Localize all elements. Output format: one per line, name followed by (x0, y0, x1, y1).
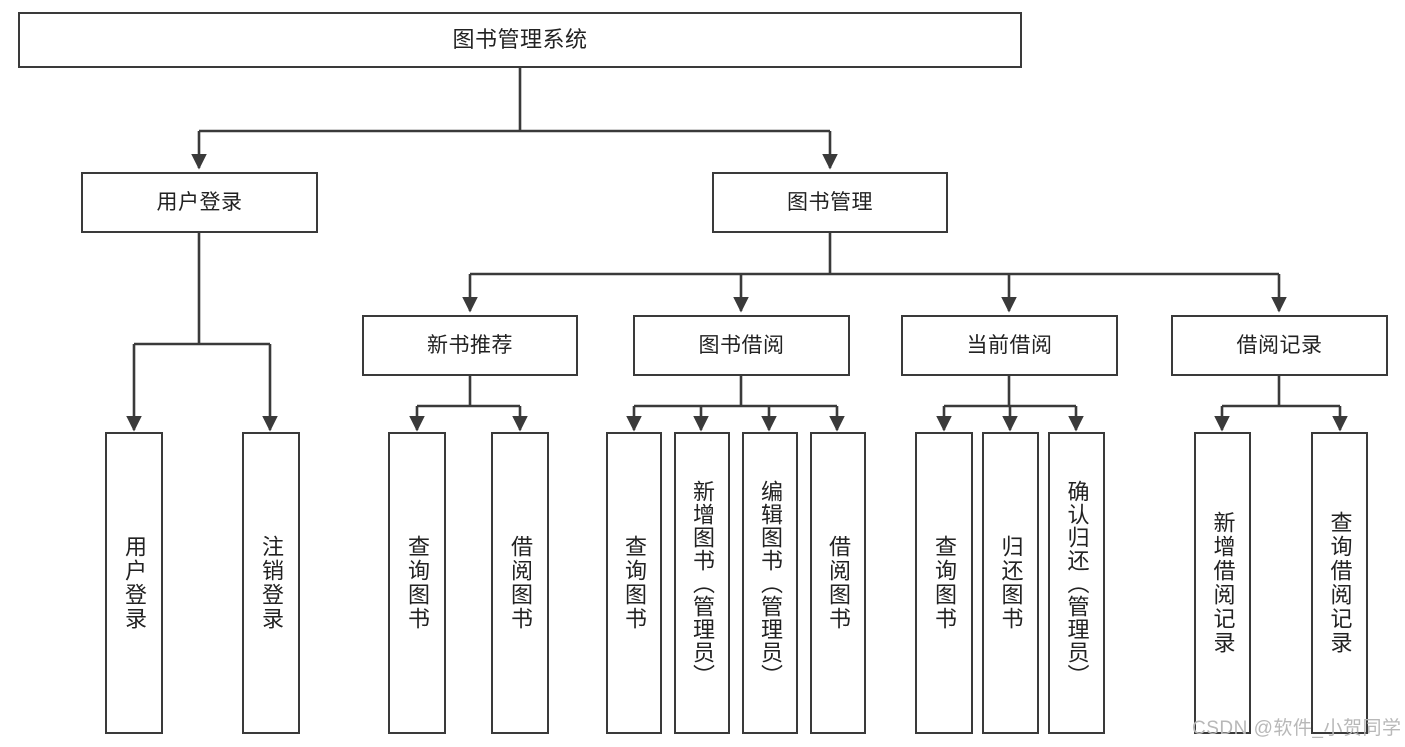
node-root-label: 图书管理系统 (452, 26, 588, 52)
node-leaf-return-book[interactable]: 归还图书 (982, 432, 1039, 734)
node-current-borrow-label: 当前借阅 (966, 333, 1053, 357)
node-new-book-recommend-label: 新书推荐 (427, 333, 513, 357)
node-leaf-confirm-return-label: 确认归还（管理员） (1064, 479, 1090, 687)
node-leaf-add-record[interactable]: 新增借阅记录 (1194, 432, 1251, 734)
node-borrow-record-label: 借阅记录 (1236, 333, 1323, 357)
node-borrow-record[interactable]: 借阅记录 (1171, 315, 1388, 376)
node-book-borrow-label: 图书借阅 (698, 333, 785, 357)
node-leaf-confirm-return[interactable]: 确认归还（管理员） (1048, 432, 1105, 734)
node-leaf-query-record[interactable]: 查询借阅记录 (1311, 432, 1368, 734)
node-leaf-return-book-label: 归还图书 (998, 535, 1024, 631)
node-leaf-borrow-book-2[interactable]: 借阅图书 (810, 432, 866, 734)
node-leaf-query-book-2[interactable]: 查询图书 (606, 432, 662, 734)
node-leaf-query-book-3[interactable]: 查询图书 (915, 432, 973, 734)
node-leaf-user-login[interactable]: 用户登录 (105, 432, 163, 734)
node-user-login[interactable]: 用户登录 (81, 172, 318, 233)
node-leaf-borrow-book-2-label: 借阅图书 (826, 535, 851, 631)
node-user-login-label: 用户登录 (156, 190, 243, 214)
node-leaf-query-book-3-label: 查询图书 (932, 535, 957, 631)
node-leaf-edit-book[interactable]: 编辑图书（管理员） (742, 432, 798, 734)
node-leaf-logout[interactable]: 注销登录 (242, 432, 300, 734)
node-leaf-query-book-1-label: 查询图书 (405, 535, 430, 631)
node-leaf-borrow-book-1[interactable]: 借阅图书 (491, 432, 549, 734)
node-root[interactable]: 图书管理系统 (18, 12, 1022, 68)
node-leaf-query-record-label: 查询借阅记录 (1327, 511, 1353, 655)
node-leaf-query-book-1[interactable]: 查询图书 (388, 432, 446, 734)
node-book-management[interactable]: 图书管理 (712, 172, 948, 233)
node-leaf-logout-label: 注销登录 (259, 535, 284, 631)
node-leaf-add-book[interactable]: 新增图书（管理员） (674, 432, 730, 734)
node-book-management-label: 图书管理 (787, 190, 873, 214)
node-book-borrow[interactable]: 图书借阅 (633, 315, 850, 376)
node-leaf-edit-book-label: 编辑图书（管理员） (758, 479, 783, 687)
node-leaf-add-record-label: 新增借阅记录 (1210, 511, 1236, 655)
node-leaf-query-book-2-label: 查询图书 (622, 535, 647, 631)
node-leaf-add-book-label: 新增图书（管理员） (690, 479, 715, 687)
node-leaf-user-login-label: 用户登录 (122, 535, 147, 631)
watermark-text: CSDN @软件_小贺同学 (1192, 718, 1402, 739)
node-current-borrow[interactable]: 当前借阅 (901, 315, 1118, 376)
node-leaf-borrow-book-1-label: 借阅图书 (508, 535, 533, 631)
node-new-book-recommend[interactable]: 新书推荐 (362, 315, 578, 376)
